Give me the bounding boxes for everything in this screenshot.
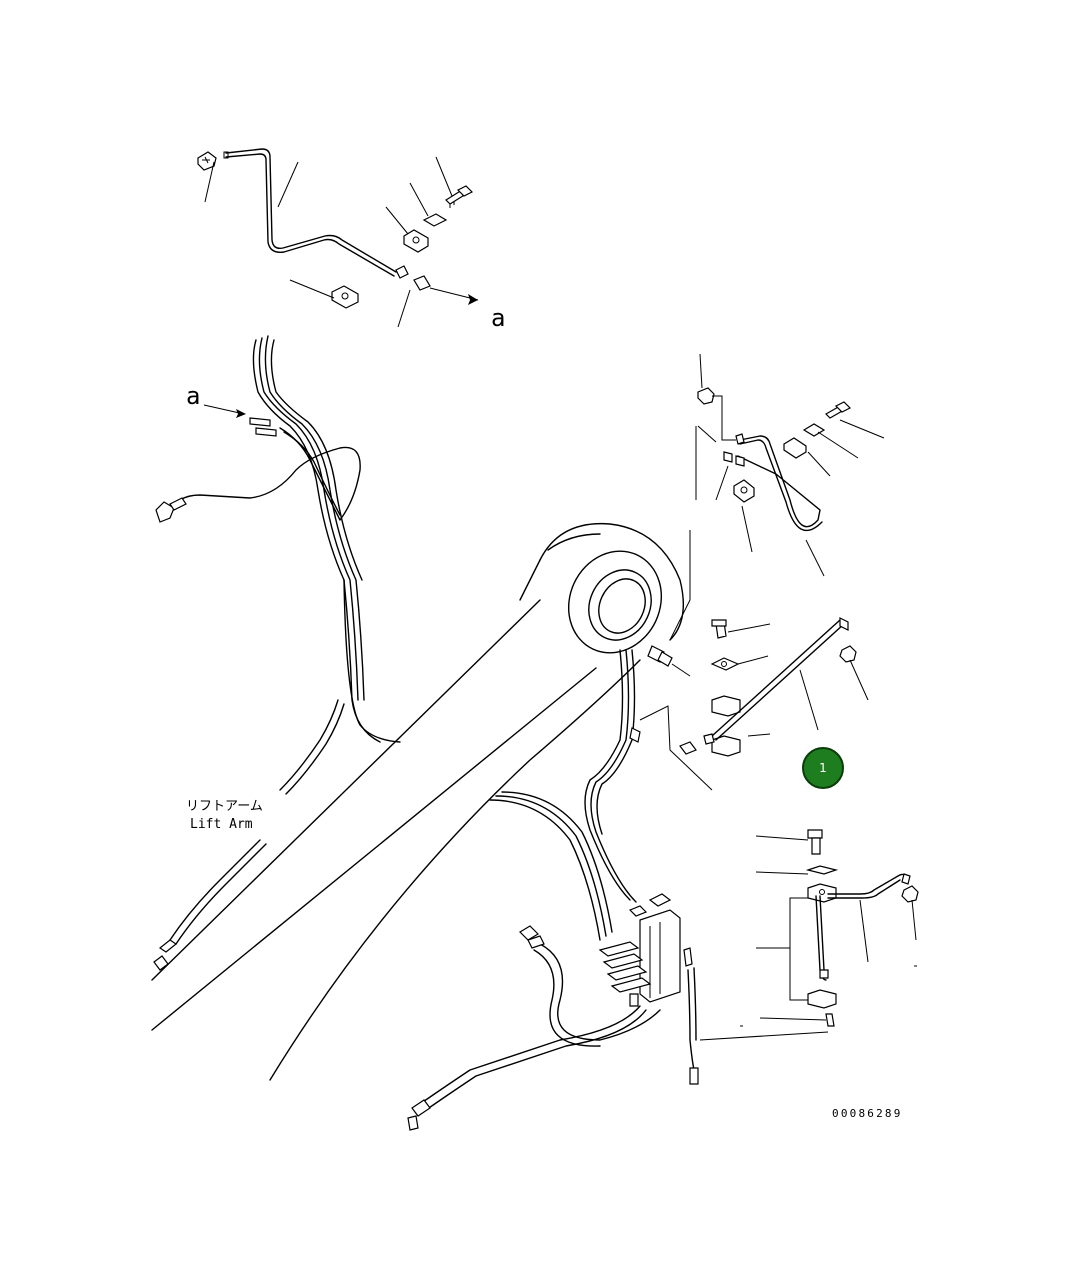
valve-block (407, 893, 829, 1131)
callout-1[interactable]: 1 (802, 747, 844, 789)
drawing-number: 00086289 (832, 1107, 903, 1120)
callout-1-badge[interactable] (802, 747, 844, 789)
lift-arm (151, 522, 685, 1081)
middle-right-assembly (669, 353, 885, 641)
top-tube-assembly (197, 148, 479, 328)
right-center-assembly (679, 617, 869, 757)
arm-hoses (489, 645, 713, 941)
lift-arm-label-en: Lift Arm (190, 817, 253, 832)
ref-label-a-top: a (491, 304, 505, 332)
ref-label-a-left: a (186, 382, 200, 410)
lower-right-assembly (755, 829, 919, 1027)
callout-1-text: 1 (819, 761, 827, 775)
left-hose-bundle (153, 335, 401, 971)
lift-arm-label-jp: リフトアーム (186, 799, 263, 814)
